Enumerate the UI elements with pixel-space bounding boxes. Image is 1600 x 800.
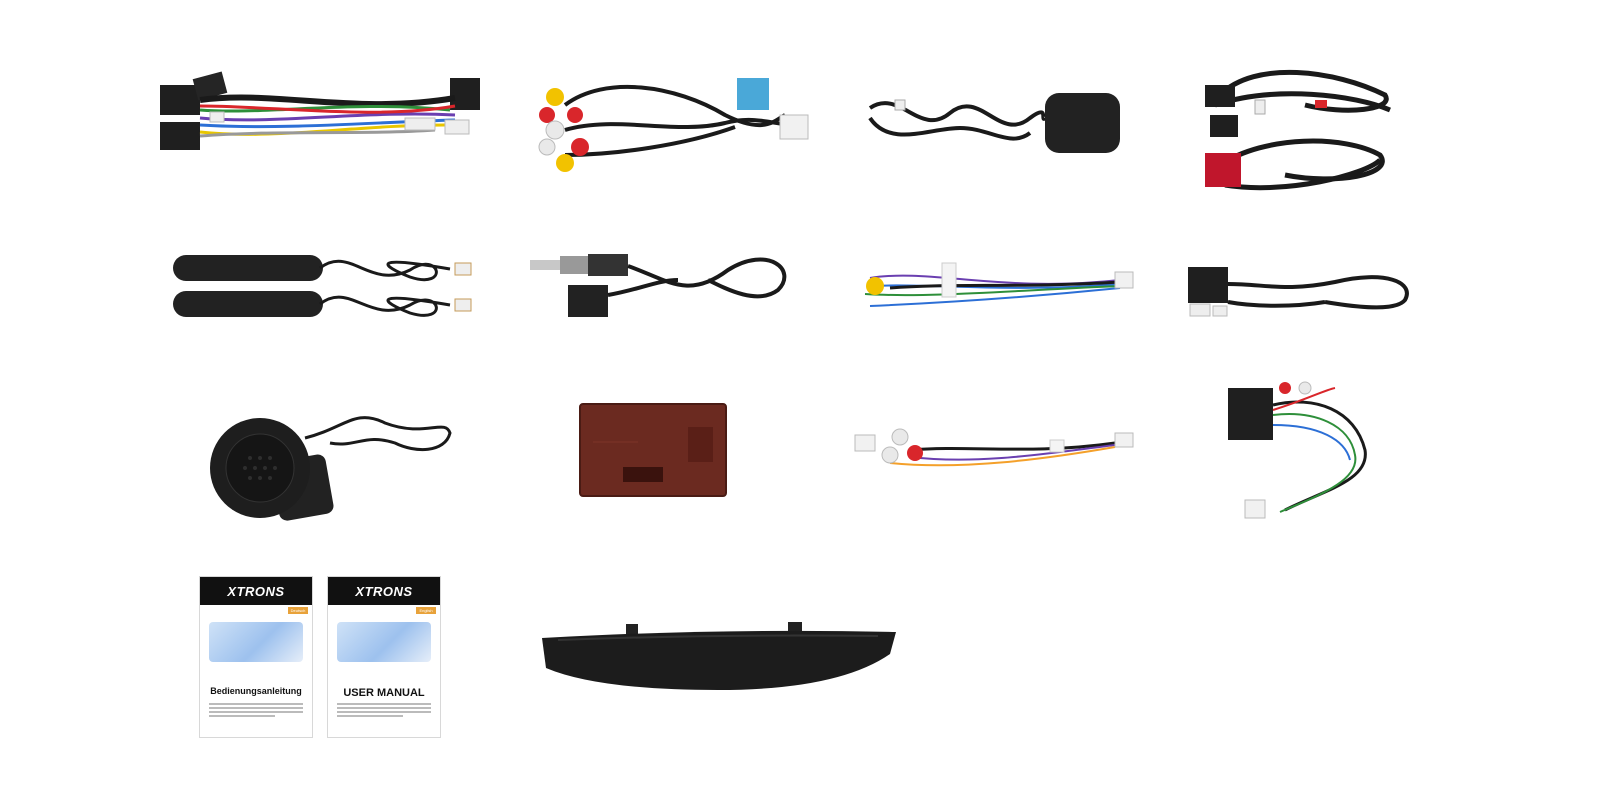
canbus-box-icon [579, 403, 727, 497]
rca-cable-icon [538, 78, 809, 172]
gps-antenna [860, 88, 1125, 158]
manual-body-text [209, 703, 303, 719]
wifi-antennas [170, 245, 480, 325]
usb-cable-icon [1205, 69, 1391, 191]
usb-extension-cable [1195, 65, 1405, 200]
manual-language-tag: English [416, 607, 436, 614]
external-microphone [205, 408, 465, 521]
can-adapter-icon [1188, 267, 1409, 317]
manual-body-text [337, 703, 431, 719]
dash-trim-panel [538, 620, 900, 692]
user-manual-english: XTRONS English USER MANUAL [328, 577, 440, 737]
main-wiring-harness [155, 70, 485, 160]
can-bus-adapter-cable [1185, 262, 1415, 322]
rca-audio-cable-icon [854, 428, 1134, 467]
reverse-camera-cable [850, 258, 1135, 313]
camera-cable-icon [864, 262, 1134, 307]
manual-brand: XTRONS [200, 577, 312, 605]
manual-title: Bedienungsanleitung [210, 686, 302, 696]
power-adapter-icon [1228, 381, 1367, 519]
manual-title: USER MANUAL [343, 687, 425, 699]
manual-cover-screen [337, 622, 431, 662]
user-manual-german: XTRONS Deutsch Bedienungsanleitung [200, 577, 312, 737]
wifi-antenna-icon [173, 255, 472, 317]
power-adapter-cable [1225, 380, 1375, 525]
gps-antenna-icon [868, 93, 1120, 153]
microphone-icon [210, 416, 452, 521]
rca-audio-output-cable [850, 425, 1135, 475]
manual-brand: XTRONS [328, 577, 440, 605]
rca-multimedia-cable [525, 75, 815, 180]
radio-antenna-adapter [528, 250, 793, 320]
manual-cover-screen [209, 622, 303, 662]
wiring-harness-icon [160, 71, 480, 150]
radio-adapter-icon [530, 254, 787, 317]
canbus-decoder-box [578, 402, 728, 498]
manual-language-tag: Deutsch [288, 607, 308, 614]
trim-panel-icon [542, 622, 896, 690]
